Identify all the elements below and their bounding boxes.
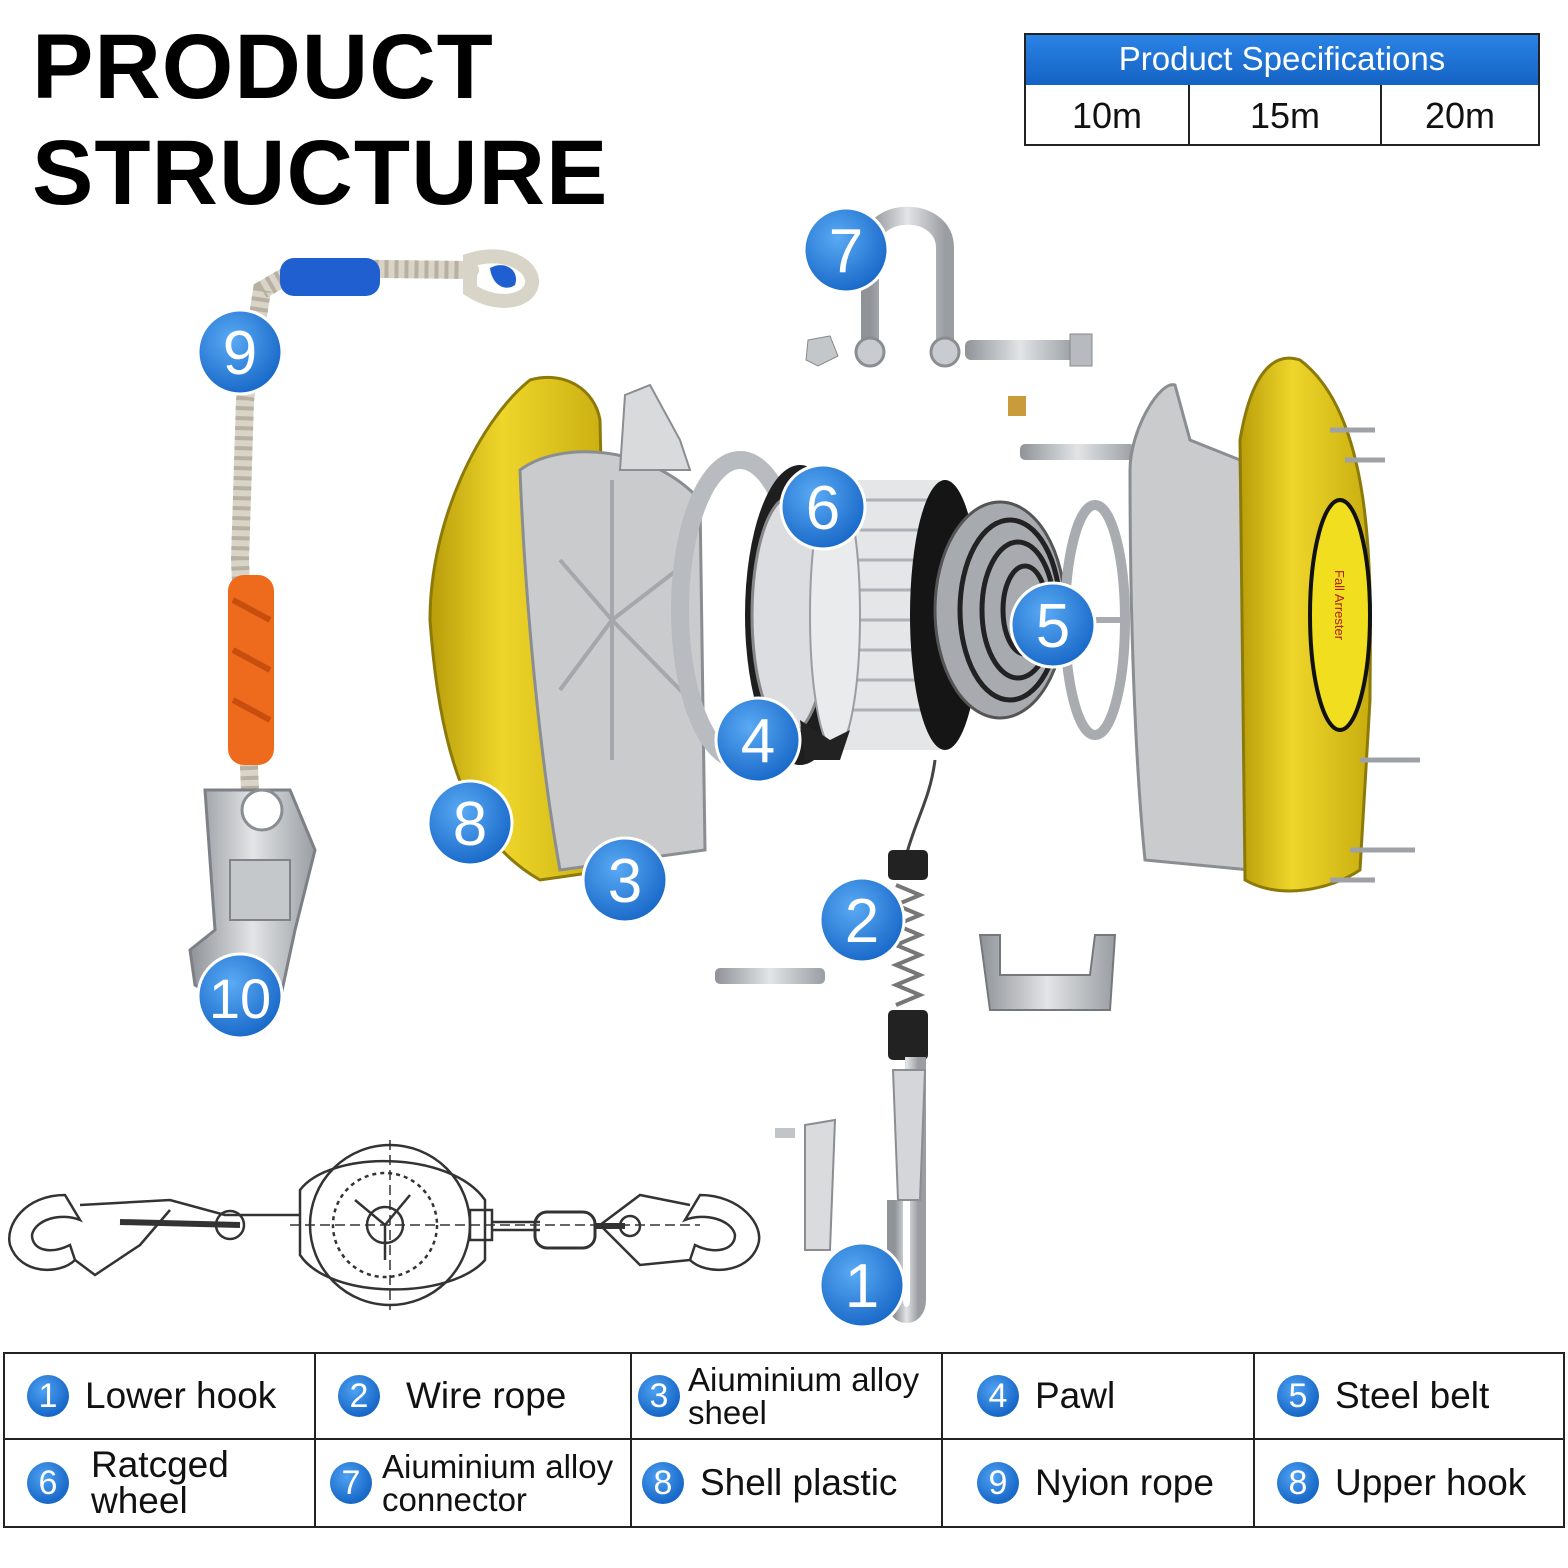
legend-label: Nyion rope — [1035, 1462, 1214, 1503]
legend-number-badge: 8 — [1277, 1462, 1319, 1504]
svg-text:9: 9 — [223, 319, 257, 388]
legend-label: Shell plastic — [700, 1462, 898, 1503]
svg-text:10: 10 — [209, 967, 271, 1030]
legend-item: 6 Ratcged wheel — [5, 1440, 316, 1526]
snap-hook — [188, 788, 317, 1012]
exploded-product-diagram: Fall Arrester — [8, 206, 1420, 1329]
wire-rope-assembly — [715, 759, 1117, 1323]
legend-label: Lower hook — [85, 1375, 277, 1416]
svg-text:4: 4 — [741, 707, 775, 776]
callout-2: 2 — [818, 876, 906, 964]
spec-size: 10m — [1071, 95, 1143, 136]
legend-label: Wire rope — [406, 1375, 567, 1416]
legend-number-badge: 2 — [338, 1375, 380, 1417]
legend-label: Pawl — [1035, 1375, 1116, 1416]
callout-4: 4 — [714, 696, 802, 784]
callout-8: 8 — [426, 779, 514, 867]
callout-5: 5 — [1009, 581, 1097, 669]
legend-number-badge: 6 — [27, 1462, 69, 1504]
legend-number-badge: 3 — [638, 1375, 680, 1417]
legend-number-badge: 9 — [977, 1462, 1019, 1504]
legend-label: Ratcged wheel — [91, 1444, 229, 1521]
spec-size: 15m — [1188, 85, 1380, 146]
callout-10: 10 — [196, 952, 284, 1040]
legend-number-badge: 8 — [642, 1462, 684, 1504]
legend-item: 2 Wire rope — [316, 1354, 632, 1440]
technical-drawing — [8, 1140, 761, 1310]
left-housing — [428, 375, 707, 882]
callout-3: 3 — [581, 836, 669, 924]
callout-9: 9 — [196, 308, 284, 396]
legend-number-badge: 1 — [27, 1375, 69, 1417]
title-line-1: PRODUCT — [32, 16, 494, 118]
svg-text:2: 2 — [845, 887, 879, 956]
legend-number-badge: 4 — [977, 1375, 1019, 1417]
specifications-row: 10m 15m 20m — [1026, 85, 1538, 146]
svg-text:8: 8 — [453, 790, 487, 859]
specifications-header: Product Specifications — [1026, 35, 1538, 85]
legend-label: Aiuminium alloy sheel — [688, 1361, 920, 1431]
spec-size: 20m — [1380, 85, 1538, 146]
callout-6: 6 — [779, 463, 867, 551]
legend-item: 8 Shell plastic — [632, 1440, 943, 1526]
specifications-table: Product Specifications 10m 15m 20m — [1024, 33, 1540, 146]
legend-item: 1 Lower hook — [5, 1354, 316, 1440]
callout-badges: 1 2 3 4 5 6 7 8 9 10 — [196, 206, 1097, 1329]
legend-item: 4 Pawl — [943, 1354, 1255, 1440]
legend-label: Aiuminium alloy connector — [382, 1448, 614, 1518]
svg-text:7: 7 — [829, 217, 863, 286]
title-line-2: STRUCTURE — [32, 122, 609, 224]
legend-item: 9 Nyion rope — [943, 1440, 1255, 1526]
legend-number-badge: 7 — [330, 1462, 372, 1504]
svg-text:5: 5 — [1036, 592, 1070, 661]
legend-item: 8 Upper hook — [1255, 1440, 1563, 1526]
svg-text:6: 6 — [806, 474, 840, 543]
legend-label: Upper hook — [1335, 1462, 1527, 1503]
page-title: PRODUCT STRUCTURE — [32, 14, 608, 226]
legend-label: Steel belt — [1335, 1375, 1490, 1416]
callout-1: 1 — [818, 1241, 906, 1329]
svg-text:3: 3 — [608, 847, 642, 916]
callout-7: 7 — [802, 206, 890, 294]
right-housing: Fall Arrester — [1128, 356, 1420, 893]
legend-item: 5 Steel belt — [1255, 1354, 1563, 1440]
svg-text:1: 1 — [845, 1252, 879, 1321]
fall-arrester-label: Fall Arrester — [1332, 570, 1347, 641]
legend-number-badge: 5 — [1277, 1375, 1319, 1417]
